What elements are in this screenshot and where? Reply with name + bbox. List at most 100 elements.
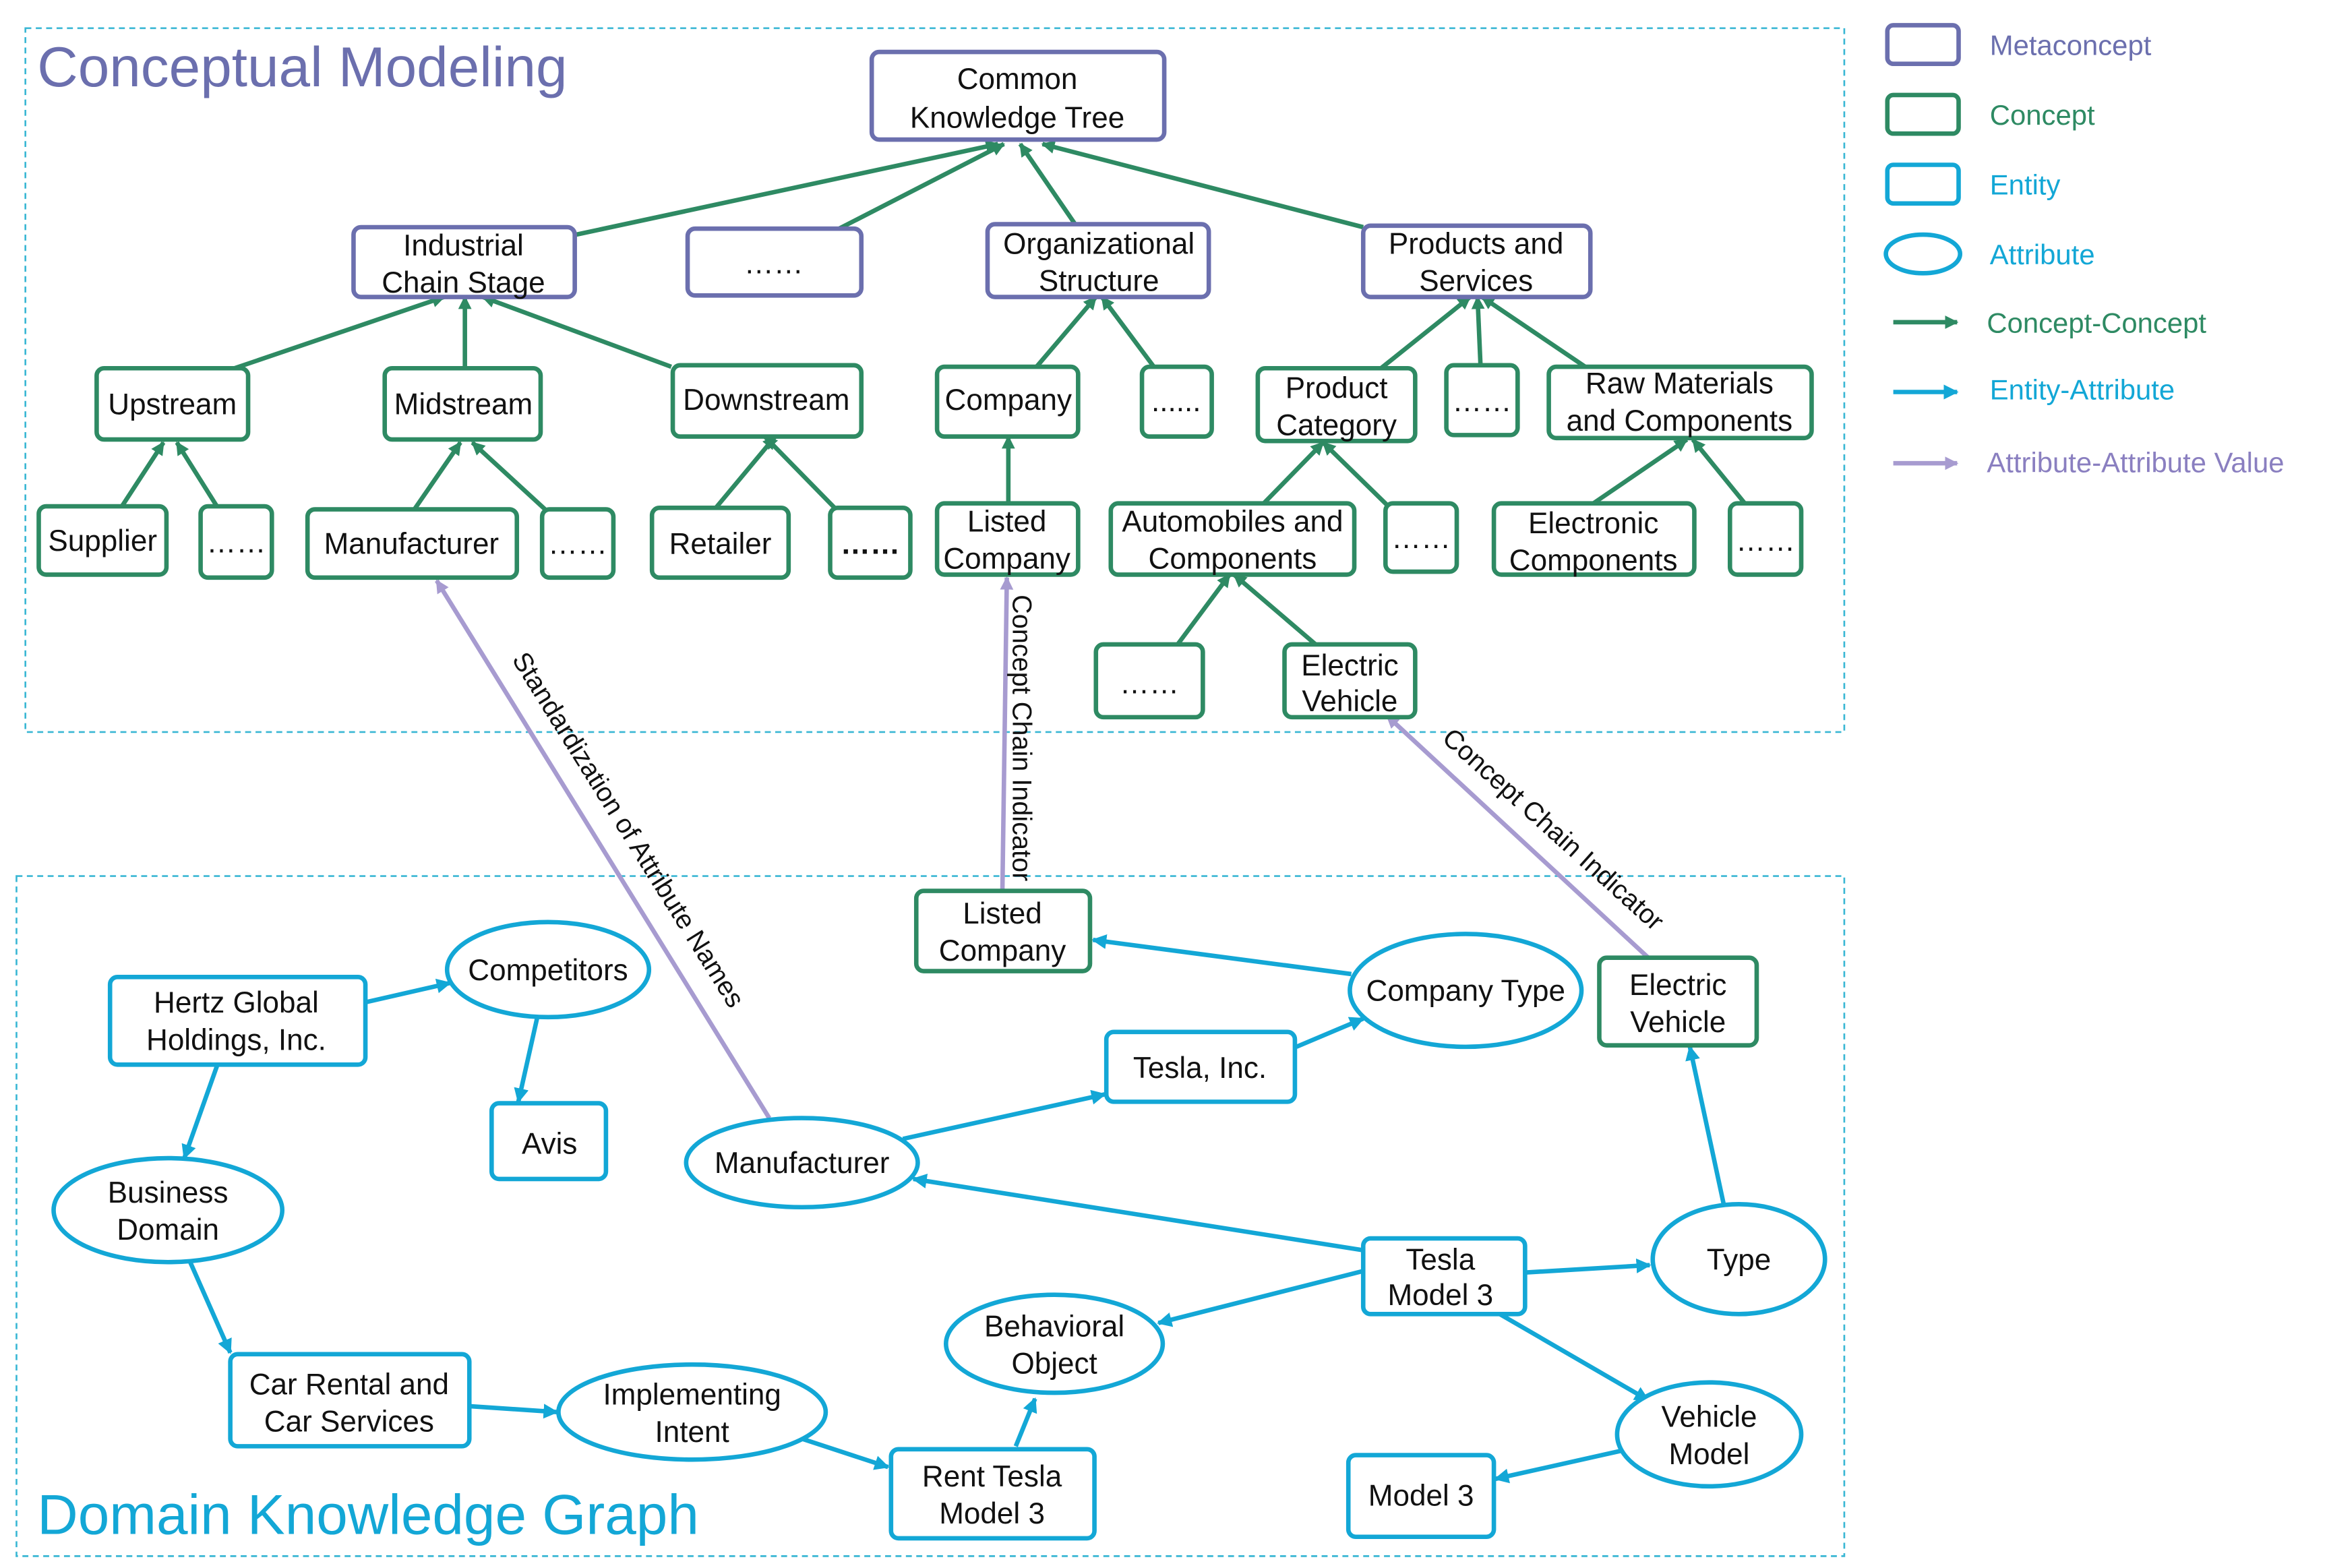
node-avis[interactable]: [489, 1101, 609, 1182]
label-ics-1: Industrial: [403, 229, 524, 262]
node-listed-company-domain[interactable]: [913, 888, 1093, 973]
node-organizational-structure[interactable]: [985, 222, 1211, 299]
legend-entity-swatch: [1885, 162, 1961, 206]
node-company-type[interactable]: [1348, 932, 1584, 1050]
node-common-knowledge-tree[interactable]: [869, 49, 1167, 142]
node-hertz[interactable]: [107, 975, 368, 1067]
node-products-and-services[interactable]: [1360, 223, 1593, 299]
label-ps-1: Products and: [1389, 228, 1564, 261]
node-midstream[interactable]: [382, 365, 543, 442]
node-ps-ellipsis[interactable]: [1444, 363, 1520, 438]
node-listed-company[interactable]: [934, 501, 1081, 577]
node-retailer[interactable]: [649, 506, 791, 580]
label-midstream: Midstream: [394, 388, 533, 421]
node-model3[interactable]: [1346, 1453, 1497, 1540]
label-auto-2: Components: [1149, 543, 1317, 576]
node-manufacturer-ellipsis[interactable]: [539, 507, 616, 580]
label-bo-2: Object: [1011, 1347, 1097, 1380]
node-type[interactable]: [1650, 1202, 1827, 1317]
label-downstream: Downstream: [683, 384, 849, 417]
node-rent-tesla[interactable]: [888, 1447, 1097, 1541]
label-tm3-2: Model 3: [1387, 1279, 1493, 1312]
label-d-ev-2: Vehicle: [1630, 1006, 1726, 1039]
label-meta-ellipsis: ……: [744, 247, 804, 280]
legend-attribute-value-label: Attribute-Attribute Value: [1987, 446, 2284, 478]
label-company: Company: [945, 384, 1072, 417]
node-supplier-ellipsis[interactable]: [198, 504, 274, 580]
legend-metaconcept-swatch: [1885, 23, 1961, 67]
label-listed-2: Company: [943, 543, 1070, 576]
label-retailer: Retailer: [669, 528, 772, 561]
label-vm-2: Model: [1668, 1438, 1749, 1471]
label-company-type: Company Type: [1366, 975, 1565, 1008]
label-manufacturer: Manufacturer: [324, 528, 500, 561]
label-retailer-ellipsis: ……: [841, 528, 900, 561]
label-model3: Model 3: [1368, 1479, 1474, 1512]
node-company-ellipsis[interactable]: [1139, 364, 1214, 439]
node-retailer-ellipsis[interactable]: [828, 506, 913, 580]
node-auto-ellipsis[interactable]: [1383, 501, 1459, 574]
node-manufacturer[interactable]: [305, 507, 520, 580]
node-tesla-model3[interactable]: [1360, 1236, 1528, 1317]
label-elec-2: Components: [1509, 544, 1678, 577]
label-ev-2: Vehicle: [1302, 685, 1397, 718]
label-raw-2: and Components: [1567, 404, 1792, 438]
node-implementing-intent[interactable]: [556, 1362, 828, 1462]
label-listed-1: Listed: [967, 506, 1047, 539]
node-downstream[interactable]: [670, 363, 864, 439]
label-vm-1: Vehicle: [1661, 1401, 1757, 1434]
label-supplier-ellipsis: ……: [206, 526, 266, 559]
node-electric-vehicle-domain[interactable]: [1597, 955, 1759, 1048]
label-d-listed-2: Company: [939, 934, 1066, 967]
node-supplier[interactable]: [36, 504, 169, 577]
node-manufacturer-attr[interactable]: [684, 1116, 920, 1210]
label-ics-2: Chain Stage: [382, 266, 545, 299]
node-automobiles[interactable]: [1108, 501, 1357, 577]
node-car-rental[interactable]: [228, 1352, 472, 1449]
chain-indicator-label-1: Concept Chain Indicator: [1006, 595, 1036, 881]
label-type: Type: [1707, 1243, 1772, 1276]
node-electronic-components[interactable]: [1491, 501, 1697, 577]
node-electric-vehicle-concept[interactable]: [1282, 642, 1418, 720]
label-ps-ellipsis: ……: [1452, 385, 1511, 418]
label-d-manufacturer: Manufacturer: [715, 1147, 890, 1180]
label-raw-1: Raw Materials: [1585, 367, 1774, 400]
label-bd-2: Domain: [117, 1213, 219, 1246]
label-supplier: Supplier: [48, 524, 157, 557]
attribute-value-edges: [434, 576, 1650, 1120]
legend-attribute-swatch: [1883, 232, 1963, 276]
node-behavioral-object[interactable]: [944, 1292, 1166, 1395]
node-company[interactable]: [934, 364, 1081, 439]
node-tesla-inc[interactable]: [1104, 1029, 1298, 1104]
legend-entity-label: Entity: [1990, 169, 2061, 201]
entity-edges: [181, 934, 1726, 1484]
node-industrial-chain-stage[interactable]: [351, 224, 577, 299]
node-business-domain[interactable]: [51, 1155, 285, 1265]
label-elec-ellipsis: ……: [1736, 524, 1795, 557]
label-auto-ellipsis: ……: [1391, 522, 1451, 555]
label-rt-2: Model 3: [939, 1497, 1045, 1530]
node-electronic-ellipsis[interactable]: [1728, 501, 1804, 577]
label-elec-1: Electronic: [1528, 507, 1658, 540]
label-cr-2: Car Services: [264, 1405, 434, 1438]
label-pc-2: Category: [1276, 409, 1397, 442]
node-raw-materials[interactable]: [1546, 364, 1814, 441]
label-ii-1: Implementing: [603, 1379, 781, 1412]
node-competitors[interactable]: [444, 919, 652, 1020]
label-cr-1: Car Rental and: [249, 1368, 449, 1401]
node-upstream[interactable]: [94, 365, 251, 442]
legend-attribute-label: Attribute: [1990, 239, 2095, 270]
label-ev-ellipsis: ……: [1120, 667, 1179, 700]
conceptual-title: Conceptual Modeling: [37, 35, 567, 98]
node-product-category[interactable]: [1255, 365, 1418, 444]
node-meta-ellipsis[interactable]: [685, 226, 864, 298]
label-rt-1: Rent Tesla: [922, 1460, 1062, 1493]
concept-edges: [120, 140, 1747, 646]
label-hertz-2: Holdings, Inc.: [146, 1023, 326, 1056]
domain-title: Domain Knowledge Graph: [37, 1482, 699, 1546]
label-ps-2: Services: [1419, 265, 1533, 298]
node-ev-ellipsis[interactable]: [1093, 642, 1205, 720]
label-tesla-inc: Tesla, Inc.: [1133, 1052, 1267, 1085]
node-vehicle-model[interactable]: [1614, 1380, 1804, 1489]
